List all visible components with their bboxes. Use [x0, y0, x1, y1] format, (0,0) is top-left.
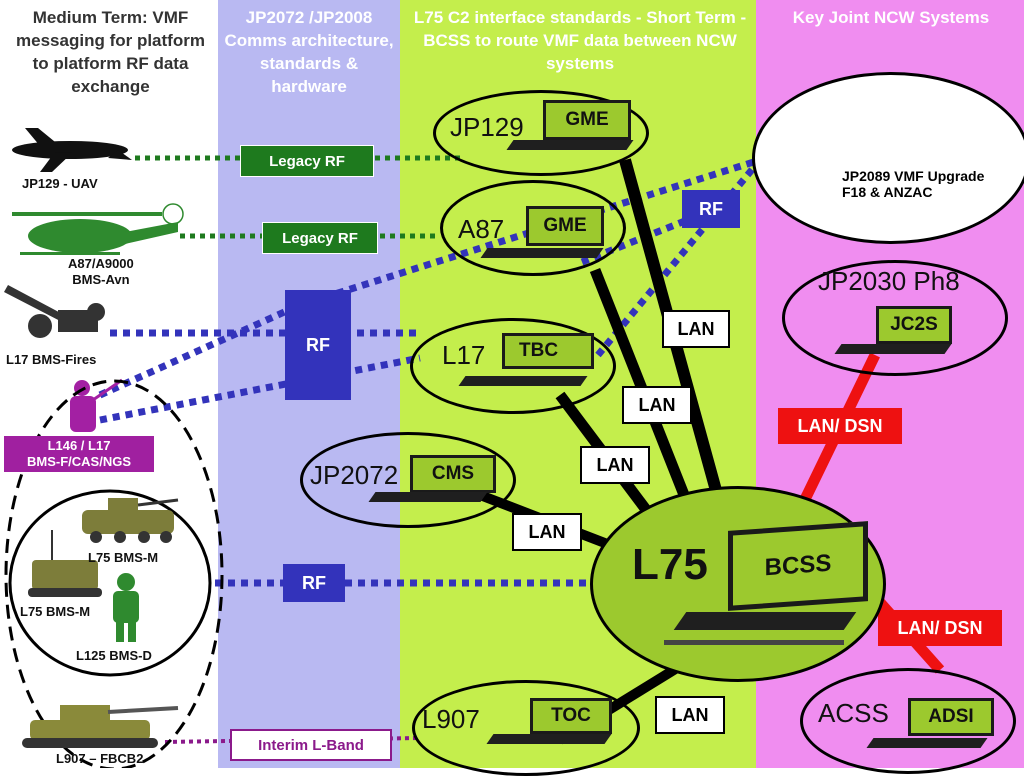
tracked-vehicle-icon: [28, 530, 102, 597]
label-uav: JP129 - UAV: [22, 176, 98, 191]
node-jp129-title: JP129: [450, 112, 524, 142]
tank-icon: [22, 705, 179, 748]
node-acss-title: ACSS: [818, 698, 889, 728]
rf-line-l146: [98, 301, 302, 399]
node-jp2030-screen: JC2S: [876, 306, 952, 344]
node-l75-keyboard: [673, 612, 857, 630]
node-acss-keyboard: [866, 738, 988, 748]
label-bms-d: L125 BMS-D: [76, 648, 152, 663]
node-l17-screen: TBC: [502, 333, 594, 369]
node-l75-title: L75: [632, 540, 708, 589]
node-jp2072: [300, 432, 516, 528]
node-a87-screen: GME: [526, 206, 604, 246]
node-a87-title: A87: [458, 214, 505, 244]
lan-box-3: LAN: [580, 446, 650, 484]
node-l17-keyboard: [458, 376, 588, 386]
interim-l-band-box: Interim L-Band: [230, 729, 392, 761]
label-l146: L146 / L17 BMS-F/CAS/NGS: [4, 436, 154, 472]
node-l75-base: [664, 640, 844, 645]
rf-line-jp2089: [298, 156, 762, 309]
label-tank: L907 – FBCB2: [56, 751, 144, 766]
node-jp2030-keyboard: [834, 344, 952, 354]
lan-box-1: LAN: [662, 310, 730, 348]
lan-box-5: LAN: [655, 696, 725, 734]
node-jp2089: [752, 72, 1024, 244]
node-jp129-keyboard: [506, 140, 634, 150]
bms-group-enclosure: [4, 379, 224, 768]
label-bms-m-2: L75 BMS-M: [20, 604, 91, 619]
interim-line: [164, 736, 421, 744]
node-l907-keyboard: [486, 734, 612, 744]
uav-icon: [12, 128, 132, 172]
node-jp129: [433, 90, 649, 176]
node-jp2089-title: JP2089 VMF Upgrade F18 & ANZAC: [842, 168, 985, 200]
node-jp2072-title: JP2072: [310, 460, 399, 490]
lan-dsn-box-1: LAN/ DSN: [778, 408, 902, 444]
rf-box-lower: RF: [283, 564, 345, 602]
label-fires: L17 BMS-Fires: [6, 352, 97, 367]
rf-line-a87: [580, 211, 702, 266]
lan-dsn-box-2: LAN/ DSN: [878, 610, 1002, 646]
node-acss-screen: ADSI: [908, 698, 994, 736]
artillery-icon: [4, 285, 105, 338]
rf-box-main: RF: [285, 290, 351, 400]
rf-box-right: RF: [682, 190, 740, 228]
label-bms-m-1: L75 BMS-M: [88, 550, 159, 565]
legacy-rf-box-2: Legacy RF: [262, 222, 378, 254]
lan-box-4: LAN: [512, 513, 582, 551]
node-a87: [440, 180, 626, 276]
node-a87-keyboard: [480, 248, 604, 258]
node-l17: [410, 318, 616, 414]
armoured-vehicle-icon: [82, 498, 179, 543]
label-heli: A87/A9000 BMS-Avn: [68, 256, 134, 287]
node-l907-screen: TOC: [530, 698, 612, 734]
node-jp2072-keyboard: [368, 492, 488, 502]
header-joint: Key Joint NCW Systems: [792, 8, 990, 27]
node-l75-screen: BCSS: [728, 521, 868, 611]
node-jp129-screen: GME: [543, 100, 631, 140]
node-l907-title: L907: [422, 704, 480, 734]
node-jp2030: [782, 260, 1008, 376]
header-l75: L75 C2 interface standards - Short Term …: [413, 8, 747, 73]
lan-box-2: LAN: [622, 386, 692, 424]
helicopter-icon: [12, 212, 178, 255]
node-jp2030-title: JP2030 Ph8: [818, 266, 960, 296]
header-medium-term: Medium Term: VMF messaging for platform …: [16, 8, 205, 96]
legacy-rf-box-1: Legacy RF: [240, 145, 374, 177]
node-jp2072-screen: CMS: [410, 455, 496, 493]
dismounted-soldier-icon: [113, 573, 139, 642]
node-l17-title: L17: [442, 340, 486, 370]
rf-line-l146-b: [99, 354, 421, 424]
header-comms: JP2072 /JP2008 Comms architecture, stand…: [224, 8, 394, 96]
